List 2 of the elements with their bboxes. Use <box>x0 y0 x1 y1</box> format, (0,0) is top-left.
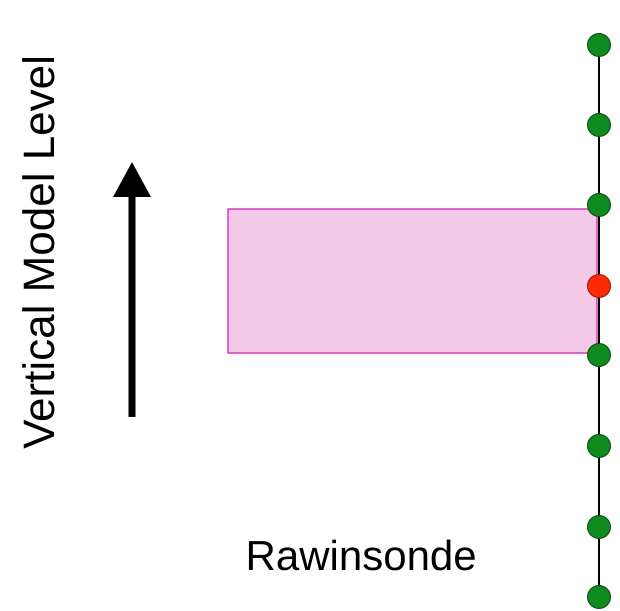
axis-label: Vertical Model Level <box>18 55 62 449</box>
instrument-label: Rawinsonde <box>246 535 477 577</box>
